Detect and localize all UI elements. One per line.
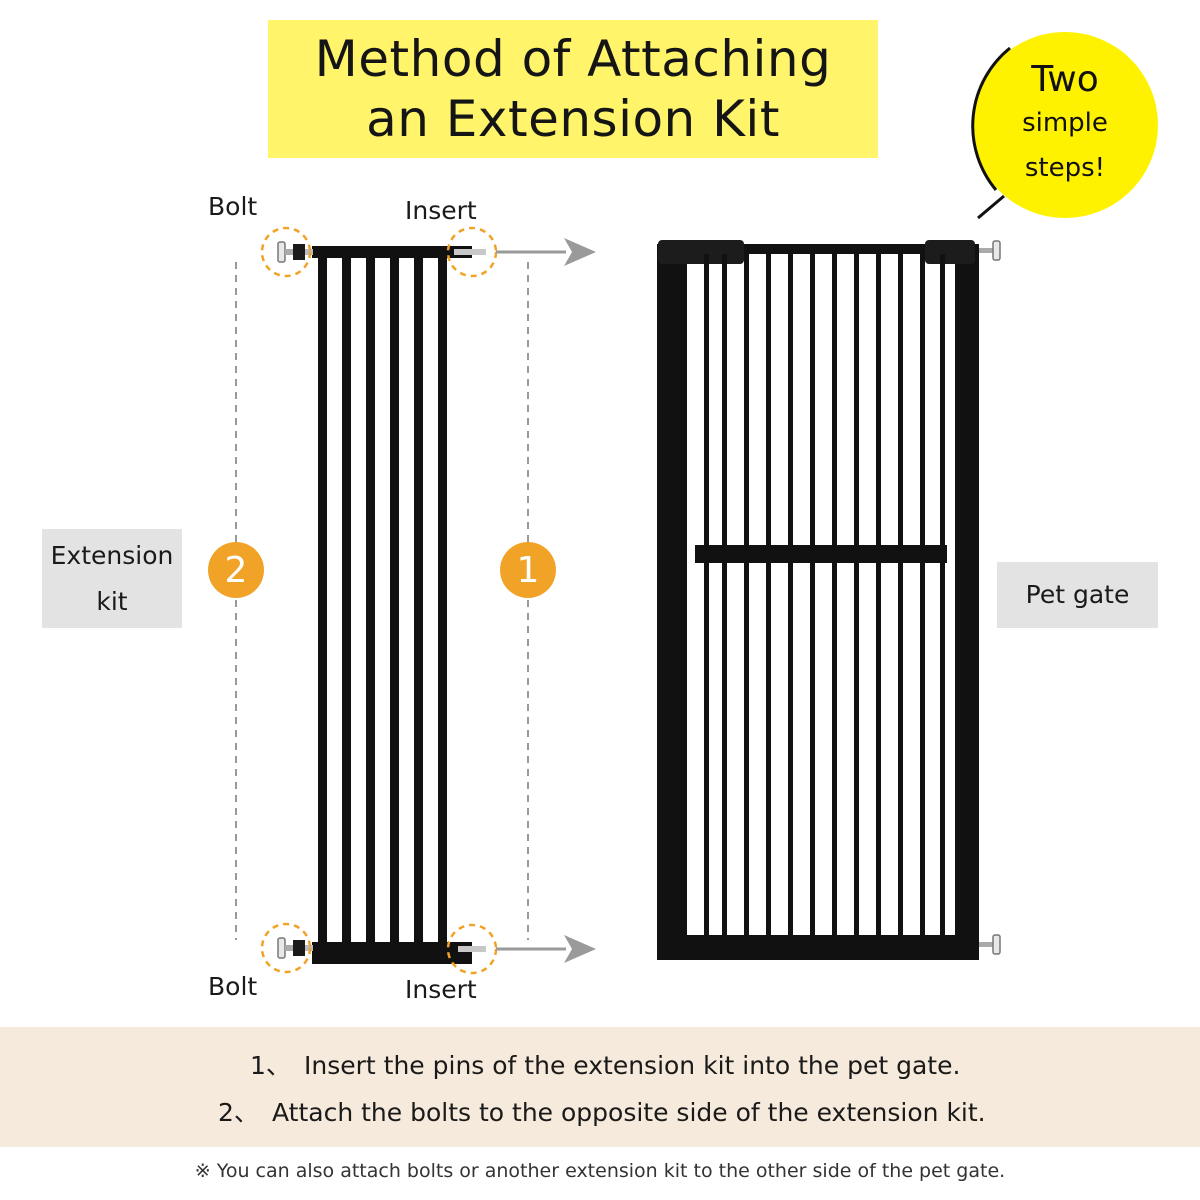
insert-label-bottom: Insert xyxy=(405,975,477,1004)
extension-kit-label-line-2: kit xyxy=(96,586,128,616)
bolt-label-bottom: Bolt xyxy=(208,972,258,1001)
bottom-insert-pin xyxy=(458,946,486,952)
instruction-1-text: Insert the pins of the extension kit int… xyxy=(304,1051,961,1080)
badge-outline-arc xyxy=(971,46,1011,191)
instruction-1-number: 1、 xyxy=(250,1051,291,1080)
bottom-bolt-highlight xyxy=(260,922,312,974)
instruction-2-number: 2、 xyxy=(218,1098,259,1127)
two-steps-badge: Two simple steps! xyxy=(972,32,1158,218)
footnote: ※ You can also attach bolts or another e… xyxy=(194,1160,1006,1182)
pet-gate-graphic xyxy=(657,240,1001,960)
pet-gate-label: Pet gate xyxy=(997,562,1158,628)
title-line-2: an Extension Kit xyxy=(366,90,780,148)
title-line-1: Method of Attaching xyxy=(314,30,832,88)
step-1-circle: 1 xyxy=(500,542,556,598)
badge-line-2: simple xyxy=(1022,108,1108,138)
top-bolt-highlight xyxy=(260,226,312,278)
top-insert-pin xyxy=(454,249,486,255)
extension-kit-graphic xyxy=(312,246,472,964)
instructions-band xyxy=(0,1027,1200,1147)
pet-gate-label-text: Pet gate xyxy=(1025,580,1130,609)
extension-kit-label: Extension kit xyxy=(42,529,182,628)
step-2-circle: 2 xyxy=(208,542,264,598)
badge-line-3: steps! xyxy=(1024,153,1106,183)
instruction-2-text: Attach the bolts to the opposite side of… xyxy=(272,1098,986,1127)
bolt-label-top: Bolt xyxy=(208,192,258,221)
instruction-1: 1、 Insert the pins of the extension kit i… xyxy=(250,1046,960,1082)
top-bolt-graphic xyxy=(277,241,313,263)
badge-line-1: Two xyxy=(1031,59,1099,100)
bottom-arrow xyxy=(496,935,596,963)
instruction-2: 2、 Attach the bolts to the opposite side … xyxy=(218,1093,986,1129)
badge-pointer-line xyxy=(977,194,1005,220)
top-arrow xyxy=(496,238,596,266)
title-banner: Method of Attaching an Extension Kit xyxy=(268,20,878,158)
bottom-bolt-graphic xyxy=(277,937,313,959)
insert-label-top: Insert xyxy=(405,196,477,225)
extension-kit-label-line-1: Extension xyxy=(50,540,174,570)
